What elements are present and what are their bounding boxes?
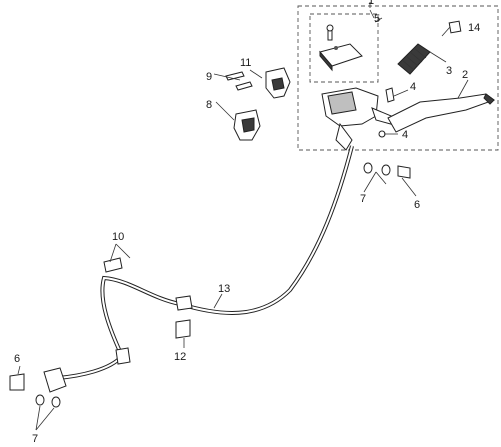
lower-banjo [9,367,67,408]
bolts [225,71,253,91]
callout-12: 12 [174,351,186,363]
callout-6-lower: 6 [14,353,20,365]
clutch-hose [57,145,354,380]
callouts: 1 2 3 4 4 5 6 6 7 7 8 9 10 11 12 13 14 [14,0,480,445]
callout-2: 2 [462,69,468,81]
callout-9: 9 [206,71,212,83]
callout-8: 8 [206,99,212,111]
leader-lines [17,9,469,431]
assembly-group-box [297,2,499,151]
reservoir-cap [319,24,363,72]
master-cylinder-body [321,87,496,151]
callout-10: 10 [112,231,124,243]
callout-7-lower: 7 [32,433,38,445]
upper-banjo [363,162,411,179]
callout-7-upper: 7 [360,193,366,205]
callout-1: 1 [368,0,374,7]
callout-11: 11 [240,57,251,69]
callout-14: 14 [468,22,480,34]
callout-3: 3 [446,65,452,77]
callout-5: 5 [374,13,380,25]
callout-4-upper: 4 [410,81,416,93]
clamp-bracket [233,67,291,141]
grommet [175,319,191,339]
callout-6-upper: 6 [414,199,420,211]
callout-13: 13 [218,283,230,295]
callout-4-lower: 4 [402,129,408,141]
